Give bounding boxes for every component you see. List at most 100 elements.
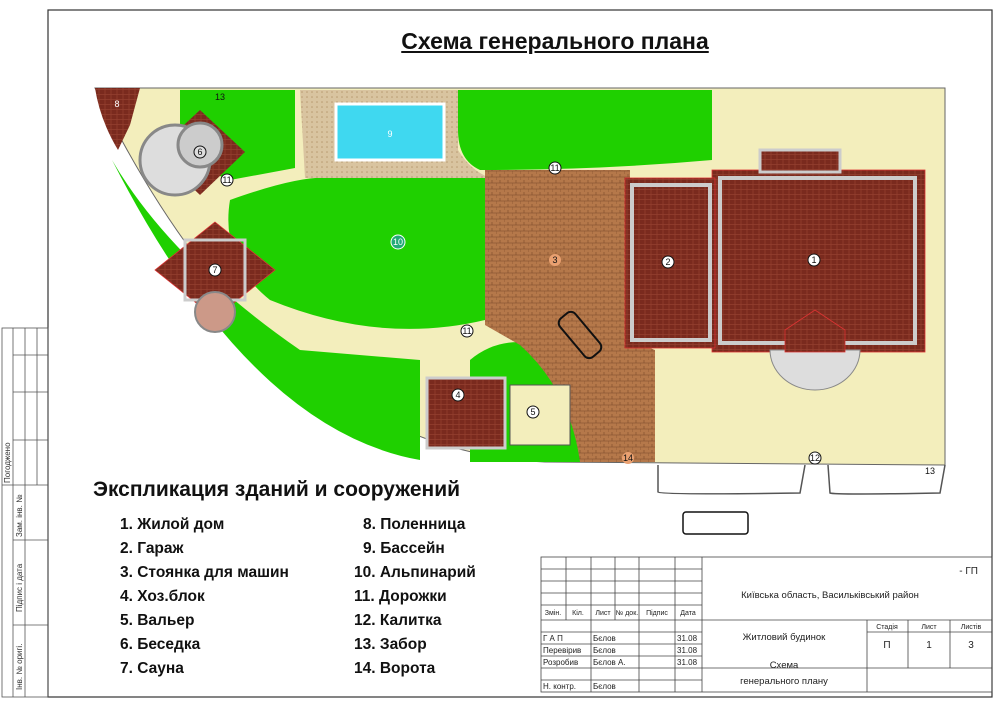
signer-role: Розробив: [543, 658, 578, 667]
sheet-value: 1: [926, 640, 932, 651]
explication-item: 2. Гараж: [120, 540, 184, 557]
svg-text:11: 11: [222, 175, 231, 185]
svg-text:13: 13: [925, 466, 935, 476]
explication-item: 8. Поленница: [363, 516, 466, 533]
explication-item: 10. Альпинарий: [354, 564, 476, 581]
explication-item: 13. Забор: [354, 636, 427, 653]
svg-text:12: 12: [810, 453, 820, 463]
signer-role: Г А П: [543, 634, 563, 643]
drawing-code: - ГП: [959, 566, 978, 577]
pool: [334, 102, 446, 162]
marker-11c: 11: [460, 324, 474, 338]
marker-11a: 11: [220, 173, 234, 187]
page-title: Схема генерального плана: [401, 28, 709, 54]
explication-item: 6. Беседка: [120, 636, 201, 653]
svg-text:1: 1: [811, 255, 816, 265]
signer-date: 31.08: [677, 646, 698, 655]
svg-text:13: 13: [215, 92, 225, 102]
marker-6: 6: [193, 145, 207, 159]
explication-item: 3. Стоянка для машин: [120, 564, 289, 581]
marker-14: 14: [622, 452, 634, 464]
marker-7: 7: [208, 263, 222, 277]
marker-4: 4: [451, 388, 465, 402]
marker-5: 5: [526, 405, 540, 419]
header-change: Змін.: [545, 609, 561, 617]
parking-paving: [485, 170, 655, 462]
header-sheets: Листів: [961, 623, 982, 631]
lawn-north-east: [458, 90, 712, 170]
sheet-title-1: Схема: [770, 660, 799, 671]
svg-text:11: 11: [550, 163, 559, 173]
header-stage: Стадія: [876, 623, 898, 631]
signer-name: Бєлов: [593, 634, 616, 643]
marker-9: 9: [387, 129, 392, 139]
svg-text:6: 6: [197, 147, 202, 157]
explication-item: 5. Вальер: [120, 612, 195, 629]
header-signature: Підпис: [646, 609, 668, 617]
svg-text:7: 7: [212, 265, 217, 275]
object-name: Житловий будинок: [743, 632, 827, 643]
explication-item: 4. Хоз.блок: [120, 588, 205, 605]
lawn-west: [112, 160, 420, 460]
svg-text:9: 9: [387, 129, 392, 139]
stamp-agreed: Погоджено: [3, 442, 12, 483]
svg-text:5: 5: [530, 407, 535, 417]
utility-block: [425, 376, 507, 450]
terrace: [769, 349, 861, 391]
header-sheet: Лист: [595, 610, 611, 617]
woodpile: [95, 88, 140, 150]
explication-item: 14. Ворота: [354, 660, 436, 677]
header-doc: № док.: [616, 610, 638, 617]
marker-1: 1: [807, 253, 821, 267]
header-sheet-no: Лист: [921, 624, 937, 631]
marker-13a: 13: [215, 92, 225, 102]
header-date: Дата: [680, 610, 696, 617]
sheets-value: 3: [968, 640, 974, 651]
marker-8: 8: [114, 99, 119, 109]
signer-role: Перевірив: [543, 646, 581, 655]
marker-11b: 11: [548, 161, 562, 175]
explication-item: 1. Жилой дом: [120, 516, 225, 533]
explication-item: 12. Калитка: [354, 612, 442, 629]
marker-13b: 13: [925, 466, 935, 476]
stamp-replaced-inv: Зам. інв. №: [15, 494, 24, 537]
location: Київська область, Васильківський район: [741, 590, 919, 601]
marker-12: 12: [808, 451, 822, 465]
car-icon: [557, 310, 603, 360]
signer-name: Бєлов А.: [593, 658, 626, 667]
svg-text:14: 14: [623, 453, 633, 463]
svg-text:2: 2: [665, 257, 670, 267]
signer-role: Н. контр.: [543, 682, 576, 691]
balcony: [758, 148, 842, 174]
svg-text:4: 4: [455, 390, 460, 400]
explication-item: 7. Сауна: [120, 660, 184, 677]
svg-text:11: 11: [462, 326, 471, 336]
signer-name: Бєлов: [593, 646, 616, 655]
kennel: [509, 384, 571, 446]
marker-2: 2: [661, 255, 675, 269]
signer-date: 31.08: [677, 658, 698, 667]
explication-title: Экспликация зданий и сооружений: [93, 478, 461, 501]
lawn-center: [228, 177, 485, 329]
marker-10: 10: [390, 234, 406, 250]
explication-item: 11. Дорожки: [354, 588, 447, 605]
marker-3: 3: [549, 254, 561, 266]
side-stamp: [1, 327, 49, 698]
stage-value: П: [883, 640, 890, 651]
stamp-sign-date: Підпис і дата: [15, 563, 24, 612]
van-icon: [682, 511, 749, 535]
svg-text:8: 8: [114, 99, 119, 109]
svg-text:10: 10: [393, 237, 403, 247]
plan-markers: 1 2 3 4 5 6 7 8 9 10 11 11 11 12 13 13 1…: [114, 92, 935, 476]
signer-name: Бєлов: [593, 682, 616, 691]
svg-text:3: 3: [552, 255, 557, 265]
fence: [657, 464, 946, 495]
header-qty: Кіл.: [572, 609, 584, 617]
sheet-title-2: генерального плану: [740, 676, 828, 687]
signer-date: 31.08: [677, 634, 698, 643]
explication-item: 9. Бассейн: [363, 540, 445, 557]
stamp-inv-orig: Інв. № оригі.: [15, 644, 24, 690]
